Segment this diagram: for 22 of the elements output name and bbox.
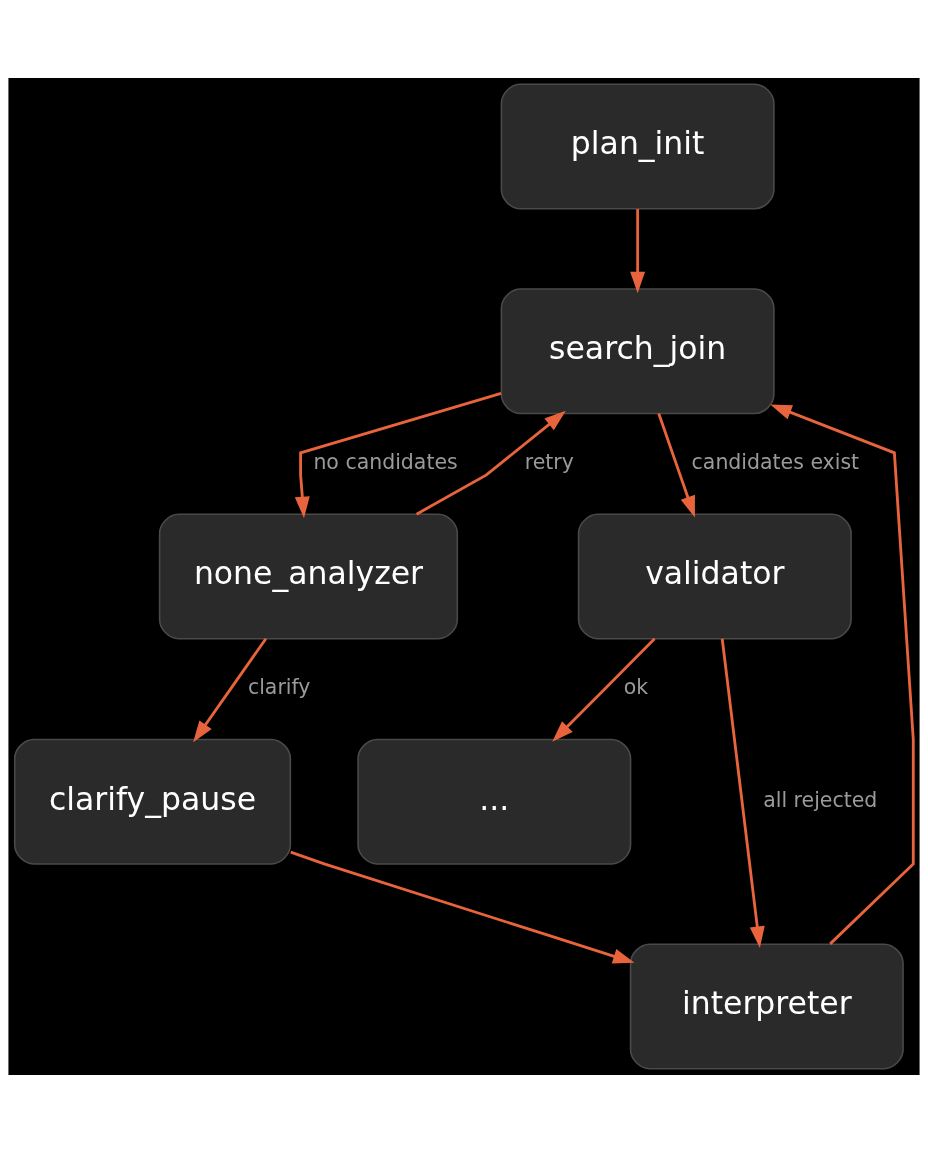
arrow <box>415 410 566 515</box>
arrow <box>552 637 656 742</box>
node-box: none_analyzer <box>158 513 459 639</box>
node-box: search_join <box>500 287 775 414</box>
node-box: validator <box>577 513 852 639</box>
node-box: plan_init <box>500 83 775 209</box>
node-box: ... <box>357 738 632 865</box>
edge-label: ok <box>623 674 649 699</box>
edge-label: all rejected <box>763 787 878 812</box>
node-box: interpreter <box>629 943 904 1069</box>
edge-label: candidates exist <box>691 449 860 474</box>
arrow <box>193 637 268 742</box>
arrow <box>720 638 765 948</box>
edge-label: retry <box>524 449 574 474</box>
node-box: clarify_pause <box>13 738 292 865</box>
arrow <box>657 412 695 518</box>
arrow <box>630 208 646 293</box>
edge-label: no candidates <box>313 449 458 474</box>
arrow <box>290 850 635 963</box>
arrow <box>770 404 915 945</box>
edge-label: clarify <box>247 674 311 699</box>
arrow <box>294 391 502 518</box>
